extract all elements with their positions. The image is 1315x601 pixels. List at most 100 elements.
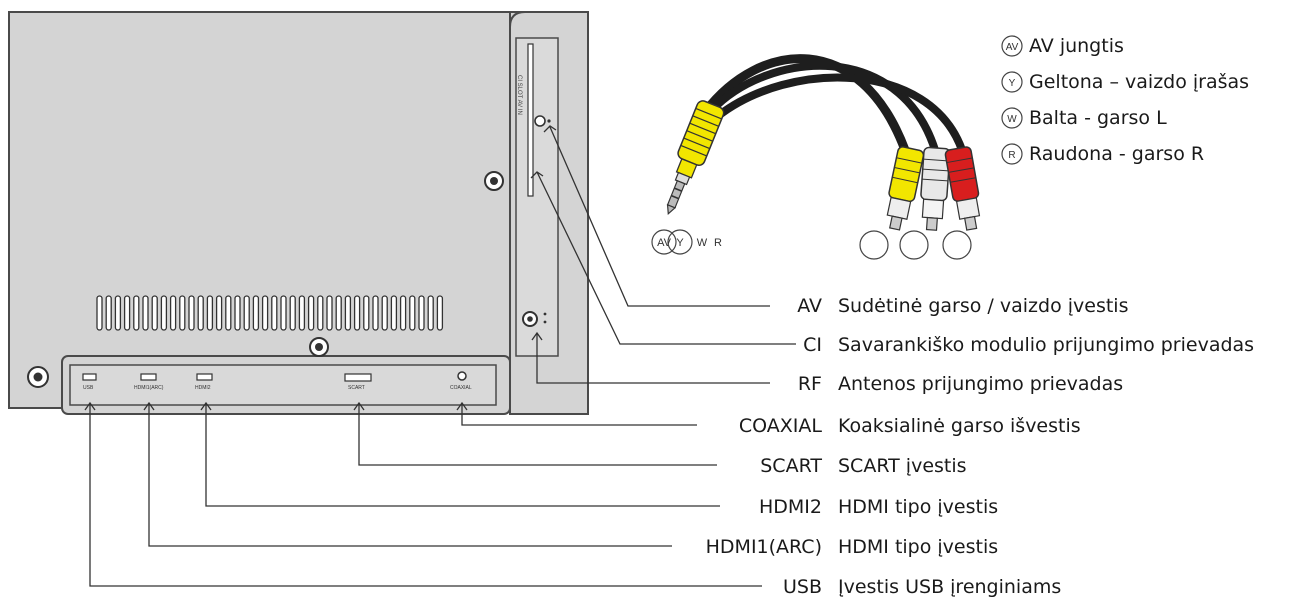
vent-slot xyxy=(215,295,223,331)
port-hdmi1: HDMI1(ARC) xyxy=(134,373,164,391)
av-cable-illustration: AV Y W R xyxy=(651,54,981,260)
vent-slot xyxy=(133,295,140,331)
leader-av xyxy=(549,126,770,307)
port-ci-slot xyxy=(527,43,534,197)
leader-coaxial xyxy=(461,403,697,426)
leader-ci xyxy=(536,171,796,345)
label-hdmi2: HDMI2 xyxy=(759,496,822,518)
vent-slot xyxy=(372,295,379,331)
cable-wires xyxy=(700,54,966,155)
label-rf: RF xyxy=(798,373,822,395)
desc-av: Sudėtinė garso / vaizdo įvestis xyxy=(838,295,1128,317)
vent-slot xyxy=(363,295,370,331)
port-coaxial: COAXIAL xyxy=(450,371,472,391)
rca-yellow-plug xyxy=(886,146,925,231)
vent-slot xyxy=(225,295,232,331)
vent-slot xyxy=(123,295,131,331)
vent-slot xyxy=(381,295,388,331)
screw-top-right xyxy=(484,171,504,191)
vent-slot xyxy=(298,295,306,331)
vent-slot xyxy=(271,295,278,331)
legend-code-r: R xyxy=(1008,150,1015,161)
plug-label-av: AV xyxy=(657,237,672,249)
tv-back-panel: USB HDMI1(ARC) HDMI2 SCART COAXIAL CI SL… xyxy=(8,11,589,415)
legend-item-r: R Raudona - garso R xyxy=(1001,143,1204,165)
desc-coaxial: Koaksialinė garso išvestis xyxy=(838,415,1081,437)
rca-red-circle xyxy=(942,230,972,260)
vent-slot xyxy=(289,295,296,331)
vent-slot xyxy=(252,295,260,331)
vent-slots xyxy=(96,295,444,331)
vent-slot xyxy=(307,295,315,331)
port-scart-tag: SCART xyxy=(348,385,365,391)
plug-label-y: Y xyxy=(676,237,684,249)
vent-slot xyxy=(188,295,195,331)
leader-hdmi2 xyxy=(205,403,720,507)
plug-label-w: W xyxy=(697,237,708,249)
desc-rf: Antenos prijungimo prievadas xyxy=(838,373,1123,395)
leader-hdmi1 xyxy=(148,403,672,547)
port-scart: SCART xyxy=(344,373,372,391)
vent-slot xyxy=(335,295,342,331)
desc-hdmi2: HDMI tipo įvestis xyxy=(838,496,998,518)
legend-item-w: W Balta - garso L xyxy=(1001,107,1167,129)
legend-code-y: Y xyxy=(1009,78,1016,89)
bottom-connector-strip xyxy=(69,364,497,406)
rca-yellow-circle xyxy=(859,230,889,260)
label-scart: SCART xyxy=(760,455,822,477)
port-usb-tag: USB xyxy=(83,385,94,391)
legend-item-y: Y Geltona – vaizdo įrašas xyxy=(1001,71,1249,93)
leader-scart xyxy=(358,403,717,466)
vent-slot xyxy=(151,295,158,331)
legend-text-w: Balta - garso L xyxy=(1029,107,1167,129)
vent-slot xyxy=(353,295,361,331)
desc-usb: Įvestis USB įrenginiams xyxy=(838,576,1061,598)
vent-slot xyxy=(326,295,333,331)
port-hdmi1-tag: HDMI1(ARC) xyxy=(134,385,164,391)
vent-slot xyxy=(179,295,186,331)
cable-legend: AV AV jungtis Y Geltona – vaizdo įrašas … xyxy=(1001,35,1249,165)
av-jack-plug xyxy=(666,100,725,216)
rca-white-circle xyxy=(899,230,929,260)
legend-text-r: Raudona - garso R xyxy=(1029,143,1204,165)
plug-label-row: AV Y W R xyxy=(651,229,722,255)
label-hdmi1: HDMI1(ARC) xyxy=(706,536,822,558)
connector-label-list: AV Sudėtinė garso / vaizdo įvestis CI Sa… xyxy=(706,295,1254,598)
port-rf xyxy=(522,311,547,327)
vent-slot xyxy=(280,295,287,331)
legend-text-av: AV jungtis xyxy=(1029,35,1124,57)
screw-bottom-left xyxy=(27,366,49,388)
legend-code-av: AV xyxy=(1006,42,1019,53)
vent-slot xyxy=(390,295,398,331)
vent-slot xyxy=(105,295,112,331)
panel-body xyxy=(8,11,511,409)
leader-usb xyxy=(89,403,762,587)
legend-text-y: Geltona – vaizdo įrašas xyxy=(1029,71,1249,93)
vent-slot xyxy=(206,295,214,331)
leader-rf xyxy=(536,333,770,384)
plug-label-r: R xyxy=(714,237,722,249)
vent-slot xyxy=(261,295,269,331)
desc-ci: Savarankiško modulio prijungimo prievada… xyxy=(838,334,1254,356)
legend-code-w: W xyxy=(1007,114,1017,125)
label-usb: USB xyxy=(783,576,822,598)
vent-slot xyxy=(197,295,204,331)
vent-slot xyxy=(436,295,444,331)
vent-slot xyxy=(169,295,177,331)
port-hdmi2-tag: HDMI2 xyxy=(195,385,211,391)
desc-scart: SCART įvestis xyxy=(838,455,967,477)
vent-slot xyxy=(344,295,352,331)
label-coaxial: COAXIAL xyxy=(739,415,823,437)
desc-hdmi1: HDMI tipo įvestis xyxy=(838,536,998,558)
rca-red-plug xyxy=(944,146,981,231)
side-slot-tag: CI SLOT AV IN xyxy=(516,75,522,115)
vent-slot xyxy=(160,295,168,331)
vent-slot xyxy=(427,295,434,331)
label-av: AV xyxy=(797,295,822,317)
vent-slot xyxy=(399,295,407,331)
vent-slot xyxy=(234,295,241,331)
leader-lines xyxy=(84,125,796,587)
vent-slot xyxy=(142,295,149,331)
port-usb: USB xyxy=(82,373,97,391)
